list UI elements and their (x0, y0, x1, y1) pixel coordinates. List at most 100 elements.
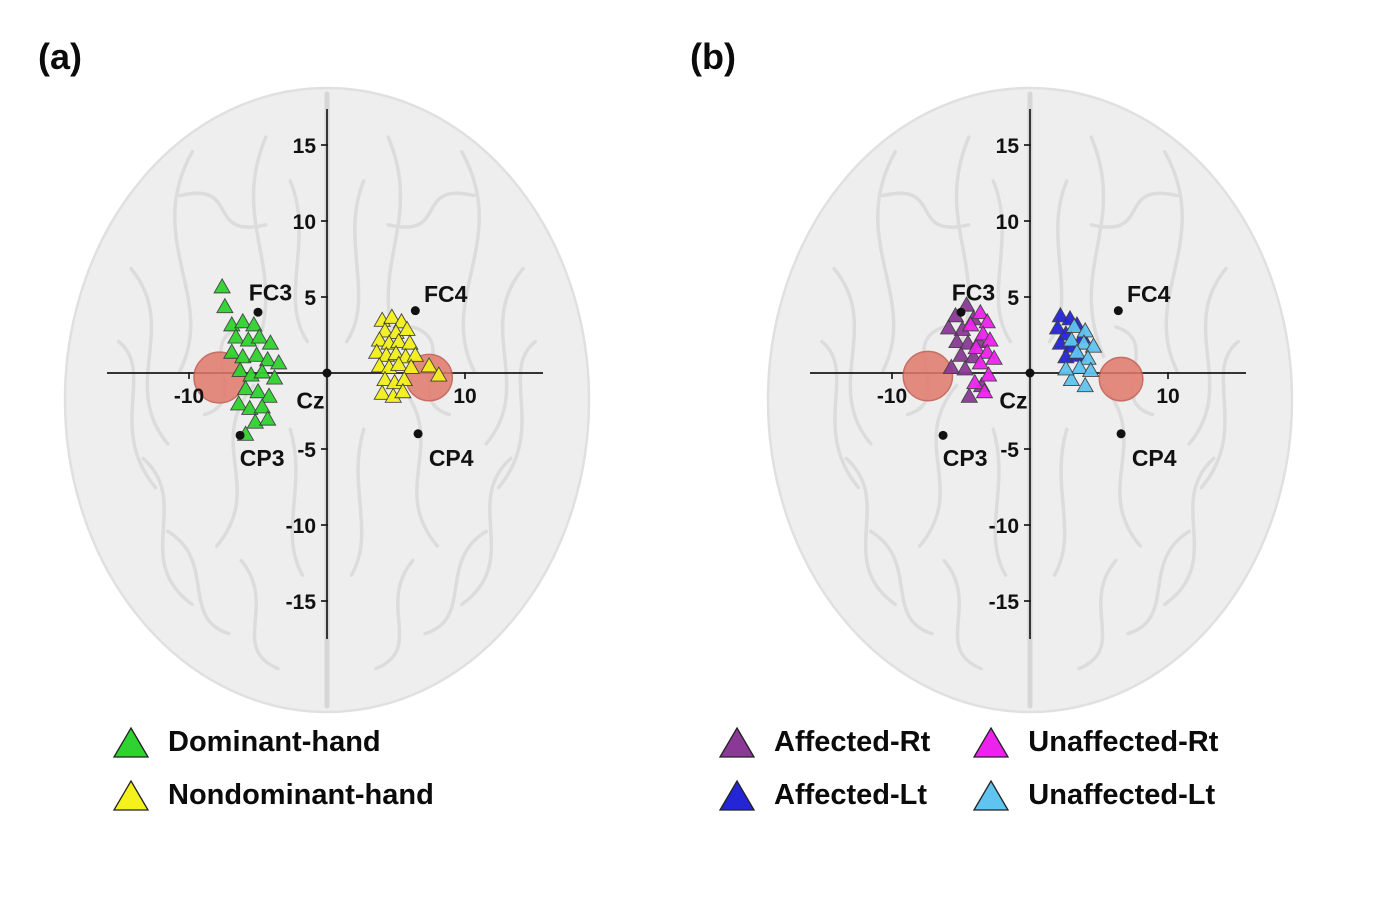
green-triangle-icon (112, 726, 150, 758)
x-tick-label: -10 (174, 385, 204, 408)
electrode-dot (1113, 306, 1123, 316)
target-circle (1098, 356, 1144, 402)
scatter-point (383, 308, 401, 324)
scatter-point (971, 353, 990, 370)
brain-gyrus (460, 150, 481, 373)
scatter-point (373, 384, 391, 400)
scatter-point (234, 312, 252, 329)
scatter-point (223, 343, 241, 359)
electrode-label: Cz (999, 387, 1027, 413)
scatter-point (1048, 319, 1067, 335)
brain-gyrus (1089, 135, 1106, 358)
scatter-point (1079, 349, 1097, 365)
brain-gyrus (991, 427, 1008, 577)
scatter-point (389, 355, 408, 371)
electrode-label: FC3 (249, 279, 292, 305)
scatter-point (978, 312, 996, 329)
electrode-label: FC4 (424, 281, 468, 307)
y-tick-label: -5 (1000, 439, 1019, 462)
brain-gyrus (374, 558, 415, 671)
scatter-point (258, 350, 277, 367)
scatter-point (1057, 360, 1075, 376)
brain-gyrus (288, 427, 305, 577)
brain-gyrus (1163, 150, 1184, 373)
brain-gyrus (344, 179, 366, 344)
scatter-point (246, 413, 265, 429)
scatter-point (249, 382, 267, 399)
scatter-point (227, 328, 245, 344)
blue-triangle-shape (718, 779, 756, 811)
y-tick-label: 5 (304, 287, 316, 310)
brain-gyrus (1126, 529, 1191, 636)
electrode-dot (938, 430, 948, 440)
yellow-triangle-icon (112, 779, 150, 811)
magenta-triangle-shape (973, 726, 1010, 758)
scatter-point (1076, 376, 1094, 393)
legend-item-affected-lt: Affected-Lt (718, 779, 930, 812)
y-tick-label: -15 (989, 591, 1020, 614)
scatter-point (370, 357, 389, 373)
scatter-point (265, 369, 284, 385)
electrode-label: CP3 (240, 445, 285, 471)
legend-label-unaffected-rt: Unaffected-Rt (1028, 726, 1219, 758)
scatter-point (250, 328, 269, 344)
green-triangle-shape (112, 726, 150, 758)
scatter-point (985, 349, 1003, 365)
scatter-point (981, 331, 999, 347)
scatter-point (229, 395, 248, 411)
scatter-point (1075, 334, 1093, 350)
legend-panel-a: Dominant-hand Nondominant-hand (112, 726, 434, 812)
electrode-label: CP4 (429, 445, 474, 471)
scatter-point (430, 366, 448, 382)
scatter-point (1051, 306, 1070, 323)
brain-gyrus (881, 191, 971, 229)
y-tick-label: 15 (996, 135, 1020, 158)
scatter-point (236, 379, 255, 396)
x-tick-label: 10 (453, 385, 476, 408)
scatter-point (939, 319, 958, 335)
scatter-point (258, 410, 277, 426)
scatter-point (389, 332, 408, 349)
scatter-point (253, 363, 271, 379)
x-tick-label: 10 (1156, 385, 1179, 408)
legend-label-unaffected-lt: Unaffected-Lt (1028, 779, 1216, 811)
scatter-point (942, 358, 961, 374)
scatter-point (960, 387, 979, 403)
scatter-point (1081, 361, 1100, 377)
purple-triangle-icon (718, 726, 756, 758)
legend-label-affected-lt: Affected-Lt (774, 779, 928, 811)
y-tick-label: 5 (1007, 287, 1019, 310)
brain-gyrus (1101, 383, 1142, 548)
legend-label-nondominant-hand: Nondominant-hand (168, 779, 434, 811)
electrode-label: Cz (296, 387, 324, 413)
magenta-triangle-icon (973, 726, 1010, 758)
scatter-point (376, 370, 394, 387)
y-tick-label: -15 (286, 591, 317, 614)
brain-gyrus (251, 135, 268, 358)
scatter-point (961, 315, 980, 332)
panel-b-label: (b) (690, 36, 736, 77)
y-tick-label: 15 (293, 135, 317, 158)
scatter-point (376, 322, 394, 338)
electrode-dot (956, 307, 966, 317)
legend-panel-b: Affected-Rt Unaffected-Rt Affected-Lt Un… (718, 726, 1218, 812)
brain-gyrus (484, 266, 525, 446)
scatter-point (402, 358, 420, 374)
scatter-point (401, 334, 419, 350)
brain-gyrus (844, 456, 897, 607)
brain-gyrus (288, 179, 310, 344)
scatter-point (234, 347, 252, 364)
scatter-point (975, 382, 994, 399)
legend-item-nondominant-hand: Nondominant-hand (112, 779, 434, 812)
scatter-point (231, 361, 249, 377)
legend-label-affected-rt: Affected-Rt (774, 726, 931, 758)
scatter-point (398, 320, 416, 336)
brain-gyrus (423, 529, 488, 636)
legend-item-dominant-hand: Dominant-hand (112, 726, 434, 759)
brain-gyrus (832, 266, 873, 446)
brain-gyrus (141, 456, 194, 607)
scatter-point (253, 398, 271, 414)
brain-gyrus (129, 266, 170, 446)
scatter-point (261, 334, 280, 350)
